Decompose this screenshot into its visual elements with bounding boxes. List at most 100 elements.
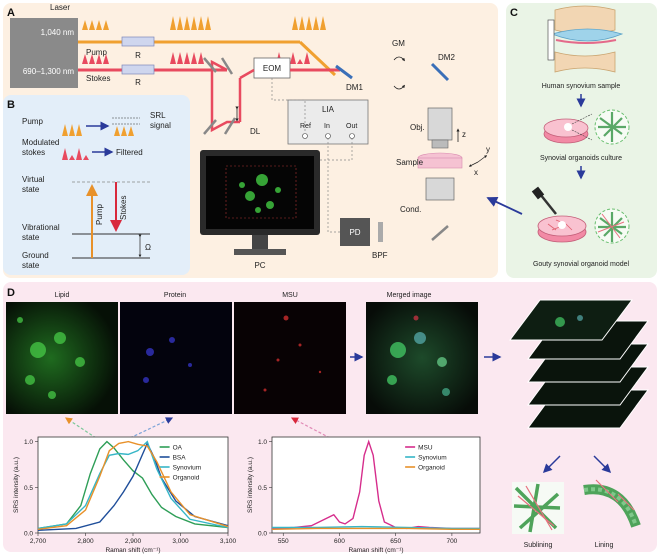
legend-label: Organoid (173, 475, 200, 482)
stokes-label: Stokes (86, 74, 110, 83)
chart-plot-area (271, 436, 481, 534)
galvo-mirrors (393, 56, 406, 90)
y-axis-label: SRS intensity (a.u.) (247, 457, 254, 513)
omega-label: Ω (145, 243, 151, 252)
msu-image (234, 302, 346, 414)
legend-label: MSU (418, 445, 433, 452)
vibrational-state-2: state (22, 233, 40, 242)
b-mod-label-2: stokes (22, 148, 45, 157)
panel-b: B Pump SRL signal Modulated stokes Filte… (3, 95, 190, 275)
chart-plot-area (37, 436, 229, 534)
objective (427, 107, 453, 141)
axes-xy (468, 155, 488, 167)
retarder-stokes (121, 64, 155, 75)
b-pump-label: Pump (22, 117, 43, 126)
lia-out: Out (346, 123, 357, 130)
legend-label: Synovium (173, 465, 202, 472)
eom-label: EOM (263, 64, 282, 73)
stokes-transition-label: Stokes (119, 196, 128, 220)
y-tick-label: 1.0 (24, 439, 33, 446)
dm1-label: DM1 (346, 83, 363, 92)
series-line-organoid (271, 527, 480, 530)
b-filtered-label: Filtered (116, 148, 143, 157)
legend-label: Synovium (418, 455, 447, 462)
mirror-3 (203, 119, 217, 135)
sample-label: Sample (396, 158, 424, 167)
axis-x: x (474, 168, 478, 177)
series-line-organoid (37, 440, 229, 530)
mirror-4 (223, 117, 237, 135)
series-line-synovium (272, 525, 480, 530)
bpf-filter (378, 222, 383, 242)
x-tick-label: 2,900 (125, 538, 142, 545)
srl-label-2: signal (150, 121, 171, 130)
delay-to-eom (239, 68, 255, 80)
lipid-image (6, 302, 118, 414)
panel-c: C Human synovium sample Synovial organoi… (506, 3, 657, 278)
panel-c-letter: C (510, 7, 518, 19)
series-line-msu (271, 439, 480, 530)
srl-label-1: SRL (150, 111, 166, 120)
ground-state-1: Ground (22, 251, 49, 260)
msu-title: MSU (282, 292, 298, 299)
wavelength-pump: 1,040 nm (41, 28, 75, 37)
axis-z: z (462, 130, 466, 139)
x-tick-label: 3,000 (172, 538, 189, 545)
photodiode (340, 218, 370, 246)
lining-label: Lining (595, 542, 614, 549)
c-to-a-arrow (486, 196, 523, 215)
objective-label: Obj. (410, 123, 425, 132)
axis-y: y (486, 145, 490, 154)
sublining-label: Sublining (524, 542, 553, 549)
pd-label: PD (349, 228, 360, 237)
c-step-2: Synovial organoids culture (540, 155, 622, 162)
dm2-label: DM2 (438, 53, 455, 62)
y-tick-label: 0.0 (24, 531, 33, 538)
x-tick-label: 600 (334, 538, 345, 545)
series-line-synovium (37, 440, 229, 530)
x-axis-label: Raman shift (cm⁻¹) (105, 547, 160, 554)
retarder-pump-label: R (135, 51, 141, 60)
protein-title: Protein (164, 292, 186, 299)
retarder-pump (121, 36, 155, 47)
panel-b-letter: B (7, 99, 15, 111)
stokes-pulses (82, 52, 310, 64)
lia-label: LIA (322, 105, 335, 114)
mirror-2 (203, 57, 217, 73)
lining-illustration (583, 479, 641, 528)
wavelength-stokes: 690–1,300 nm (23, 67, 74, 76)
pump-transition-label: Pump (95, 204, 104, 225)
vibrational-state-1: Vibrational (22, 223, 60, 232)
b-pump-pulses (62, 124, 134, 136)
condenser-label: Cond. (400, 205, 421, 214)
pc-screen-image (239, 174, 281, 213)
pump-label: Pump (86, 48, 107, 57)
y-tick-label: 0.5 (24, 485, 33, 492)
c-step-3: Gouty synovial organoid model (533, 261, 630, 268)
gm-label: GM (392, 39, 405, 48)
virtual-state-2: state (22, 185, 40, 194)
merged-image (366, 302, 478, 414)
y-tick-label: 1.0 (258, 439, 267, 446)
joint-illustration (547, 5, 624, 73)
b-mod-label-1: Modulated (22, 138, 59, 147)
panel-d-letter: D (7, 287, 15, 299)
delay-line-label: DL (250, 127, 261, 136)
y-tick-label: 0.5 (258, 485, 267, 492)
laser-label: Laser (50, 3, 70, 12)
legend-label: BSA (173, 455, 187, 462)
legend-label: Organoid (418, 465, 445, 472)
retarder-stokes-label: R (135, 78, 141, 87)
protein-image (120, 302, 232, 414)
y-axis-label: SRS intensity (a.u.) (13, 457, 20, 513)
mirror-1 (220, 57, 234, 75)
ground-state-2: state (22, 261, 40, 270)
legend-label: OA (173, 445, 183, 452)
virtual-state-1: Virtual (22, 175, 45, 184)
image-stack (509, 299, 649, 429)
gouty-model-illustration (531, 186, 630, 244)
series-line-bsa (37, 441, 229, 531)
x-tick-label: 2,800 (77, 538, 94, 545)
